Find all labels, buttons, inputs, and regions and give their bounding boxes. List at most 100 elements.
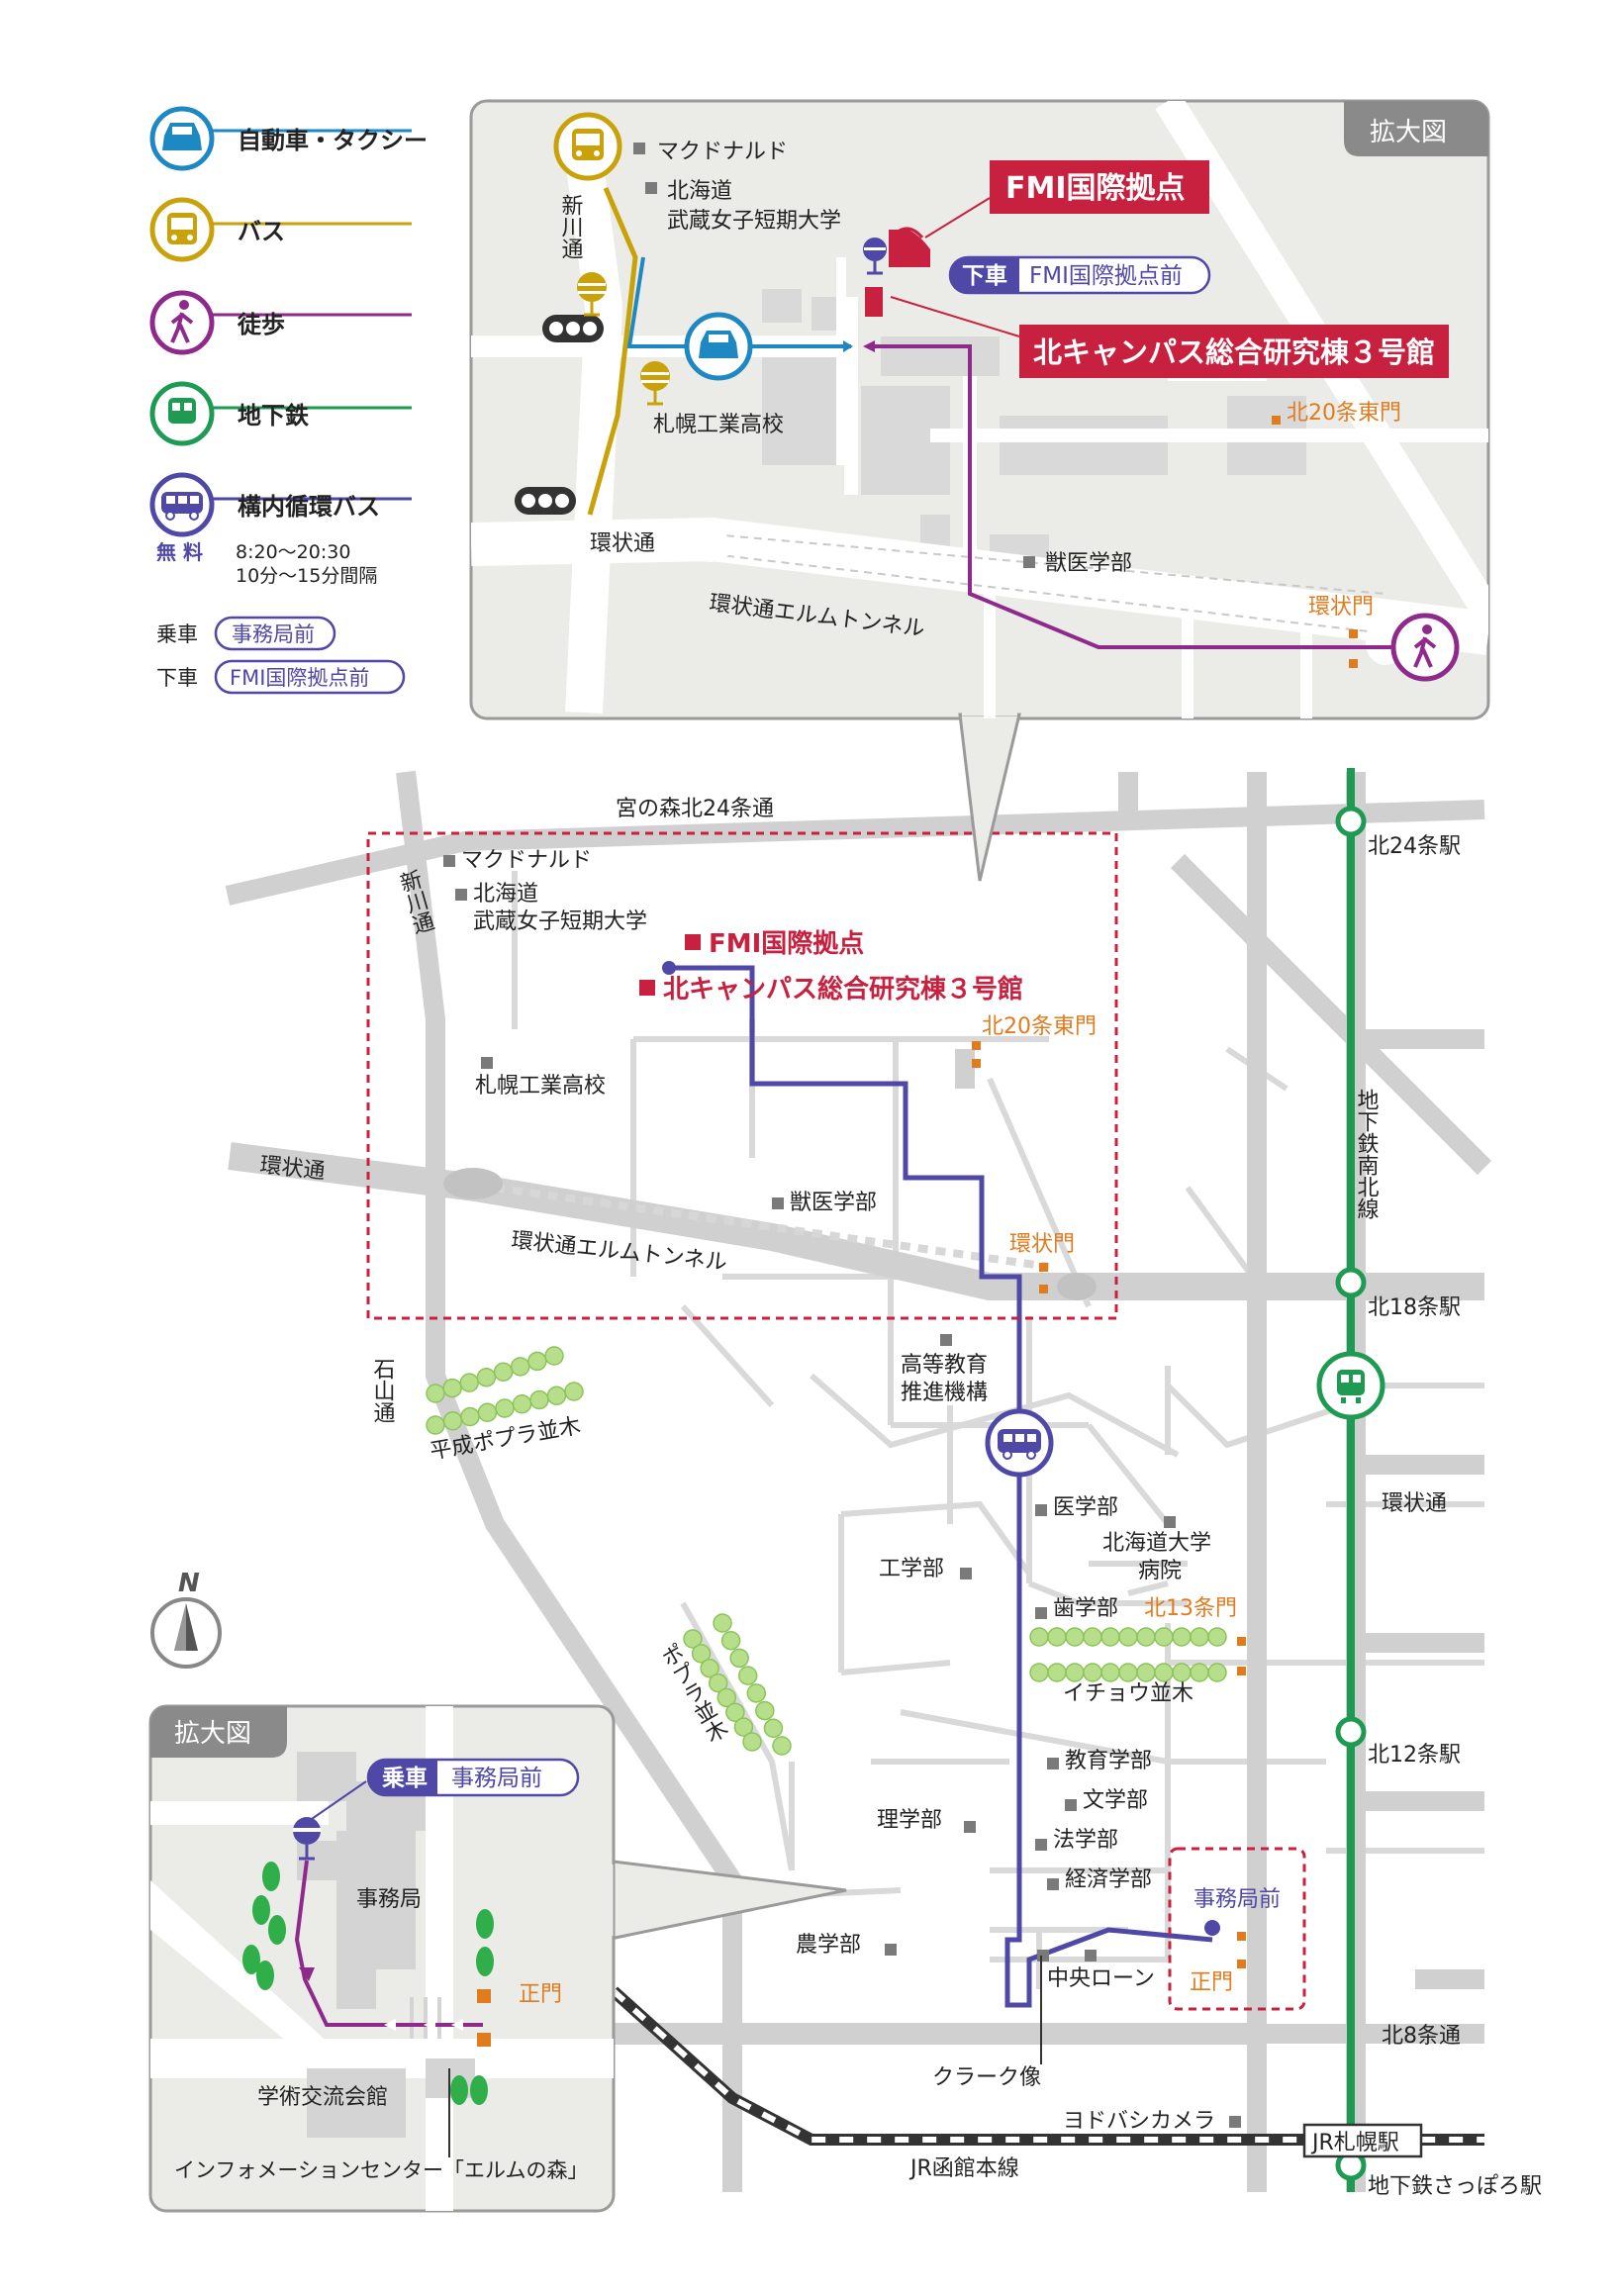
legend-subway-label: 地下鉄	[238, 402, 309, 430]
tree	[544, 1346, 564, 1366]
tree	[1118, 1663, 1138, 1682]
bottom-board-stop: 事務局前	[451, 1766, 542, 1791]
fmi-label: FMI国際拠点	[709, 928, 864, 959]
dentistry: 歯学部	[1053, 1596, 1118, 1621]
tree	[1207, 1627, 1227, 1647]
tree	[1190, 1663, 1209, 1682]
agriculture: 農学部	[796, 1933, 861, 1958]
tree	[746, 1683, 767, 1703]
bus-icon	[553, 112, 622, 181]
zoom-area-north	[366, 831, 1118, 1320]
legend-bus-label: バス	[238, 218, 285, 245]
tree	[442, 1378, 462, 1398]
shuttle-route	[669, 965, 1213, 2008]
fmi-callout-box	[990, 160, 1209, 214]
tree	[691, 1644, 712, 1664]
north-compass	[150, 1597, 222, 1669]
top-mcdonalds: マクドナルド	[657, 140, 788, 164]
bottom-inset	[148, 1704, 847, 2213]
top-kanjo: 環状通	[590, 531, 655, 556]
college-2: 武蔵女子短期大学	[473, 909, 647, 934]
main-map-roads	[225, 770, 1492, 2192]
bus-stop-sign	[640, 361, 670, 406]
top-college-2: 武蔵女子短期大学	[667, 209, 841, 234]
tree	[1100, 1627, 1120, 1647]
top-gate-n20e: 北20条東門	[1287, 401, 1401, 426]
legend-alight-label: 下車	[156, 666, 198, 690]
tree	[733, 1717, 754, 1737]
station-n12-label: 北12条駅	[1368, 1743, 1461, 1768]
central-lawn: 中央ローン	[1047, 1966, 1155, 1991]
tree	[755, 1700, 775, 1721]
jr-sapporo-box[interactable]	[1302, 2123, 1423, 2158]
tree	[772, 1736, 792, 1756]
tree	[1154, 1663, 1174, 1682]
station-n24[interactable]	[1335, 806, 1367, 837]
tree	[1083, 1627, 1102, 1647]
kogyo: 札幌工業高校	[475, 1074, 606, 1099]
tree-rows	[426, 1346, 1227, 1756]
subway-line-label: 地下鉄南北線	[1354, 1089, 1380, 1219]
tree	[1047, 1627, 1067, 1647]
legend-subway-icon	[149, 381, 215, 446]
tree	[442, 1411, 463, 1431]
tree	[426, 1384, 445, 1403]
tree	[564, 1382, 584, 1401]
tree	[720, 1630, 741, 1651]
top-gate-kanjo: 環状門	[1308, 595, 1374, 620]
college-1: 北海道	[473, 882, 538, 907]
tree	[510, 1357, 530, 1377]
tree	[1065, 1627, 1085, 1647]
higher-ed-2: 推進機構	[901, 1381, 988, 1405]
top-fmi-callout: FMI国際拠点	[1005, 171, 1186, 206]
station-n18-label: 北18条駅	[1368, 1295, 1461, 1320]
legend-walk-icon	[149, 290, 215, 355]
tree	[725, 1702, 745, 1723]
subway-line	[1316, 768, 1385, 2192]
shuttle-stop-sign	[863, 238, 887, 275]
bottom-board-label: 乗車	[382, 1766, 428, 1791]
tree	[1172, 1627, 1192, 1647]
road-miyanomori: 宮の森北24条通	[616, 797, 774, 821]
legend-board-badge	[214, 616, 336, 651]
tree	[512, 1394, 532, 1414]
tree	[1118, 1627, 1138, 1647]
tree	[1154, 1627, 1174, 1647]
inset-trees	[242, 1862, 494, 2105]
legend-shuttle-icon	[149, 472, 215, 537]
legend-interval: 10分〜15分間隔	[236, 565, 377, 587]
station-n12[interactable]	[1335, 1716, 1367, 1748]
tree	[495, 1398, 515, 1418]
law: 法学部	[1053, 1828, 1118, 1853]
bldg-callout-box	[1019, 325, 1449, 378]
legend	[149, 106, 412, 695]
top-college-1: 北海道	[667, 179, 732, 204]
gate-n13: 北13条門	[1144, 1596, 1237, 1621]
top-kogyo: 札幌工業高校	[653, 413, 784, 437]
tree	[1083, 1663, 1102, 1682]
tree	[1047, 1663, 1067, 1682]
legend-walk-label: 徒歩	[237, 311, 285, 338]
legend-board-stop: 事務局前	[232, 622, 315, 646]
top-alight-label: 下車	[962, 263, 1007, 289]
tree	[1029, 1627, 1049, 1647]
legend-free: 無 料	[156, 540, 203, 564]
tree	[460, 1406, 480, 1427]
station-n18[interactable]	[1335, 1267, 1367, 1298]
tree	[1029, 1663, 1049, 1682]
tree	[1136, 1663, 1156, 1682]
main-gate: 正門	[1190, 1970, 1233, 1995]
jr-sapporo: JR札幌駅	[1310, 2131, 1399, 2155]
station-n24-label: 北24条駅	[1368, 834, 1461, 859]
economics: 経済学部	[1065, 1867, 1152, 1892]
tree	[1100, 1663, 1120, 1682]
higher-ed-1: 高等教育	[901, 1353, 988, 1378]
tree	[708, 1673, 728, 1693]
bottom-info: インフォメーションセンター「エルムの森」	[174, 2158, 589, 2182]
legend-hours: 8:20〜20:30	[236, 541, 350, 563]
zoom-area-office	[1168, 1847, 1306, 2011]
bottom-inset-title: 拡大図	[174, 1719, 251, 1749]
north-label: N	[178, 1569, 200, 1598]
top-alight-stop: FMI国際拠点前	[1029, 263, 1183, 289]
